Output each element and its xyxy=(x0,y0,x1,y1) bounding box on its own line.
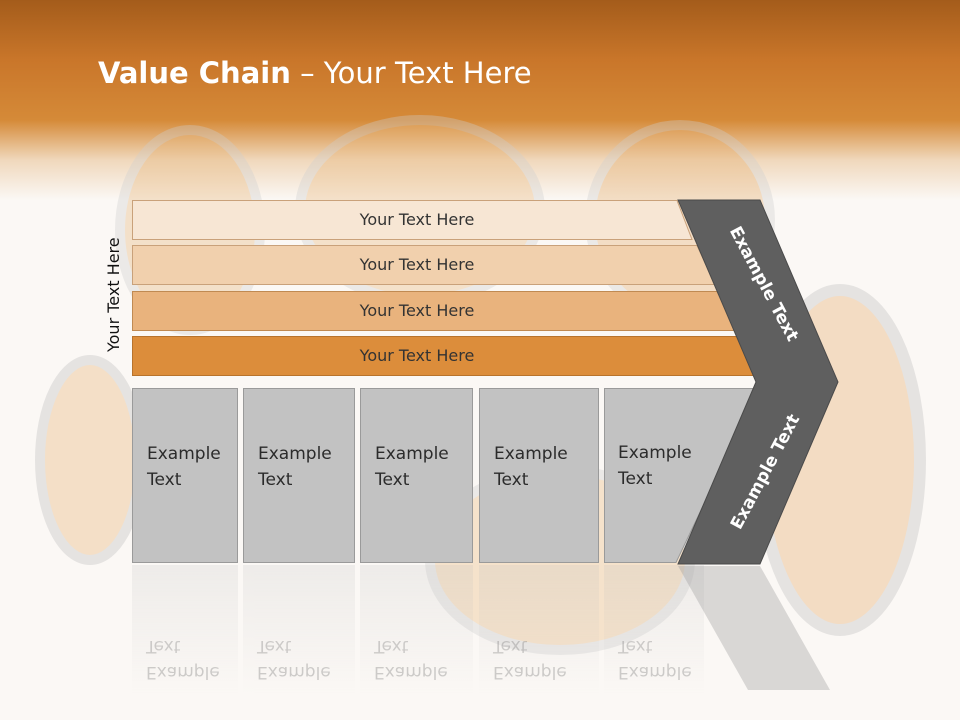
box-1-reflection: Example Text xyxy=(132,565,238,695)
box-4-label: Example Text xyxy=(494,444,568,490)
box-2: Example Text xyxy=(243,388,355,563)
band-2-label: Your Text Here xyxy=(359,255,475,274)
box-3-reflection: Example Text xyxy=(360,565,473,695)
box-4: Example Text xyxy=(479,388,599,563)
box-3-label: Example Text xyxy=(375,444,449,490)
box-1: Example Text xyxy=(132,388,238,563)
header-bar xyxy=(0,0,960,200)
box-4-reflection: Example Text xyxy=(479,565,599,695)
box-5-reflection: Example Text xyxy=(604,565,704,695)
band-4-label: Your Text Here xyxy=(359,346,475,365)
page-title: Value Chain – Your Text Here xyxy=(98,56,532,90)
title-bold: Value Chain xyxy=(98,56,291,90)
box-2-reflection: Example Text xyxy=(243,565,355,695)
box-5 xyxy=(604,388,760,563)
band-3-label: Your Text Here xyxy=(359,301,475,320)
box-5-label: Example Text xyxy=(618,443,692,489)
band-1-label: Your Text Here xyxy=(359,210,475,229)
box-1-label: Example Text xyxy=(147,444,221,490)
box-5-text-area: Example Text xyxy=(604,388,704,563)
title-rest: – Your Text Here xyxy=(290,56,532,90)
box-2-label: Example Text xyxy=(258,444,332,490)
box-3: Example Text xyxy=(360,388,473,563)
